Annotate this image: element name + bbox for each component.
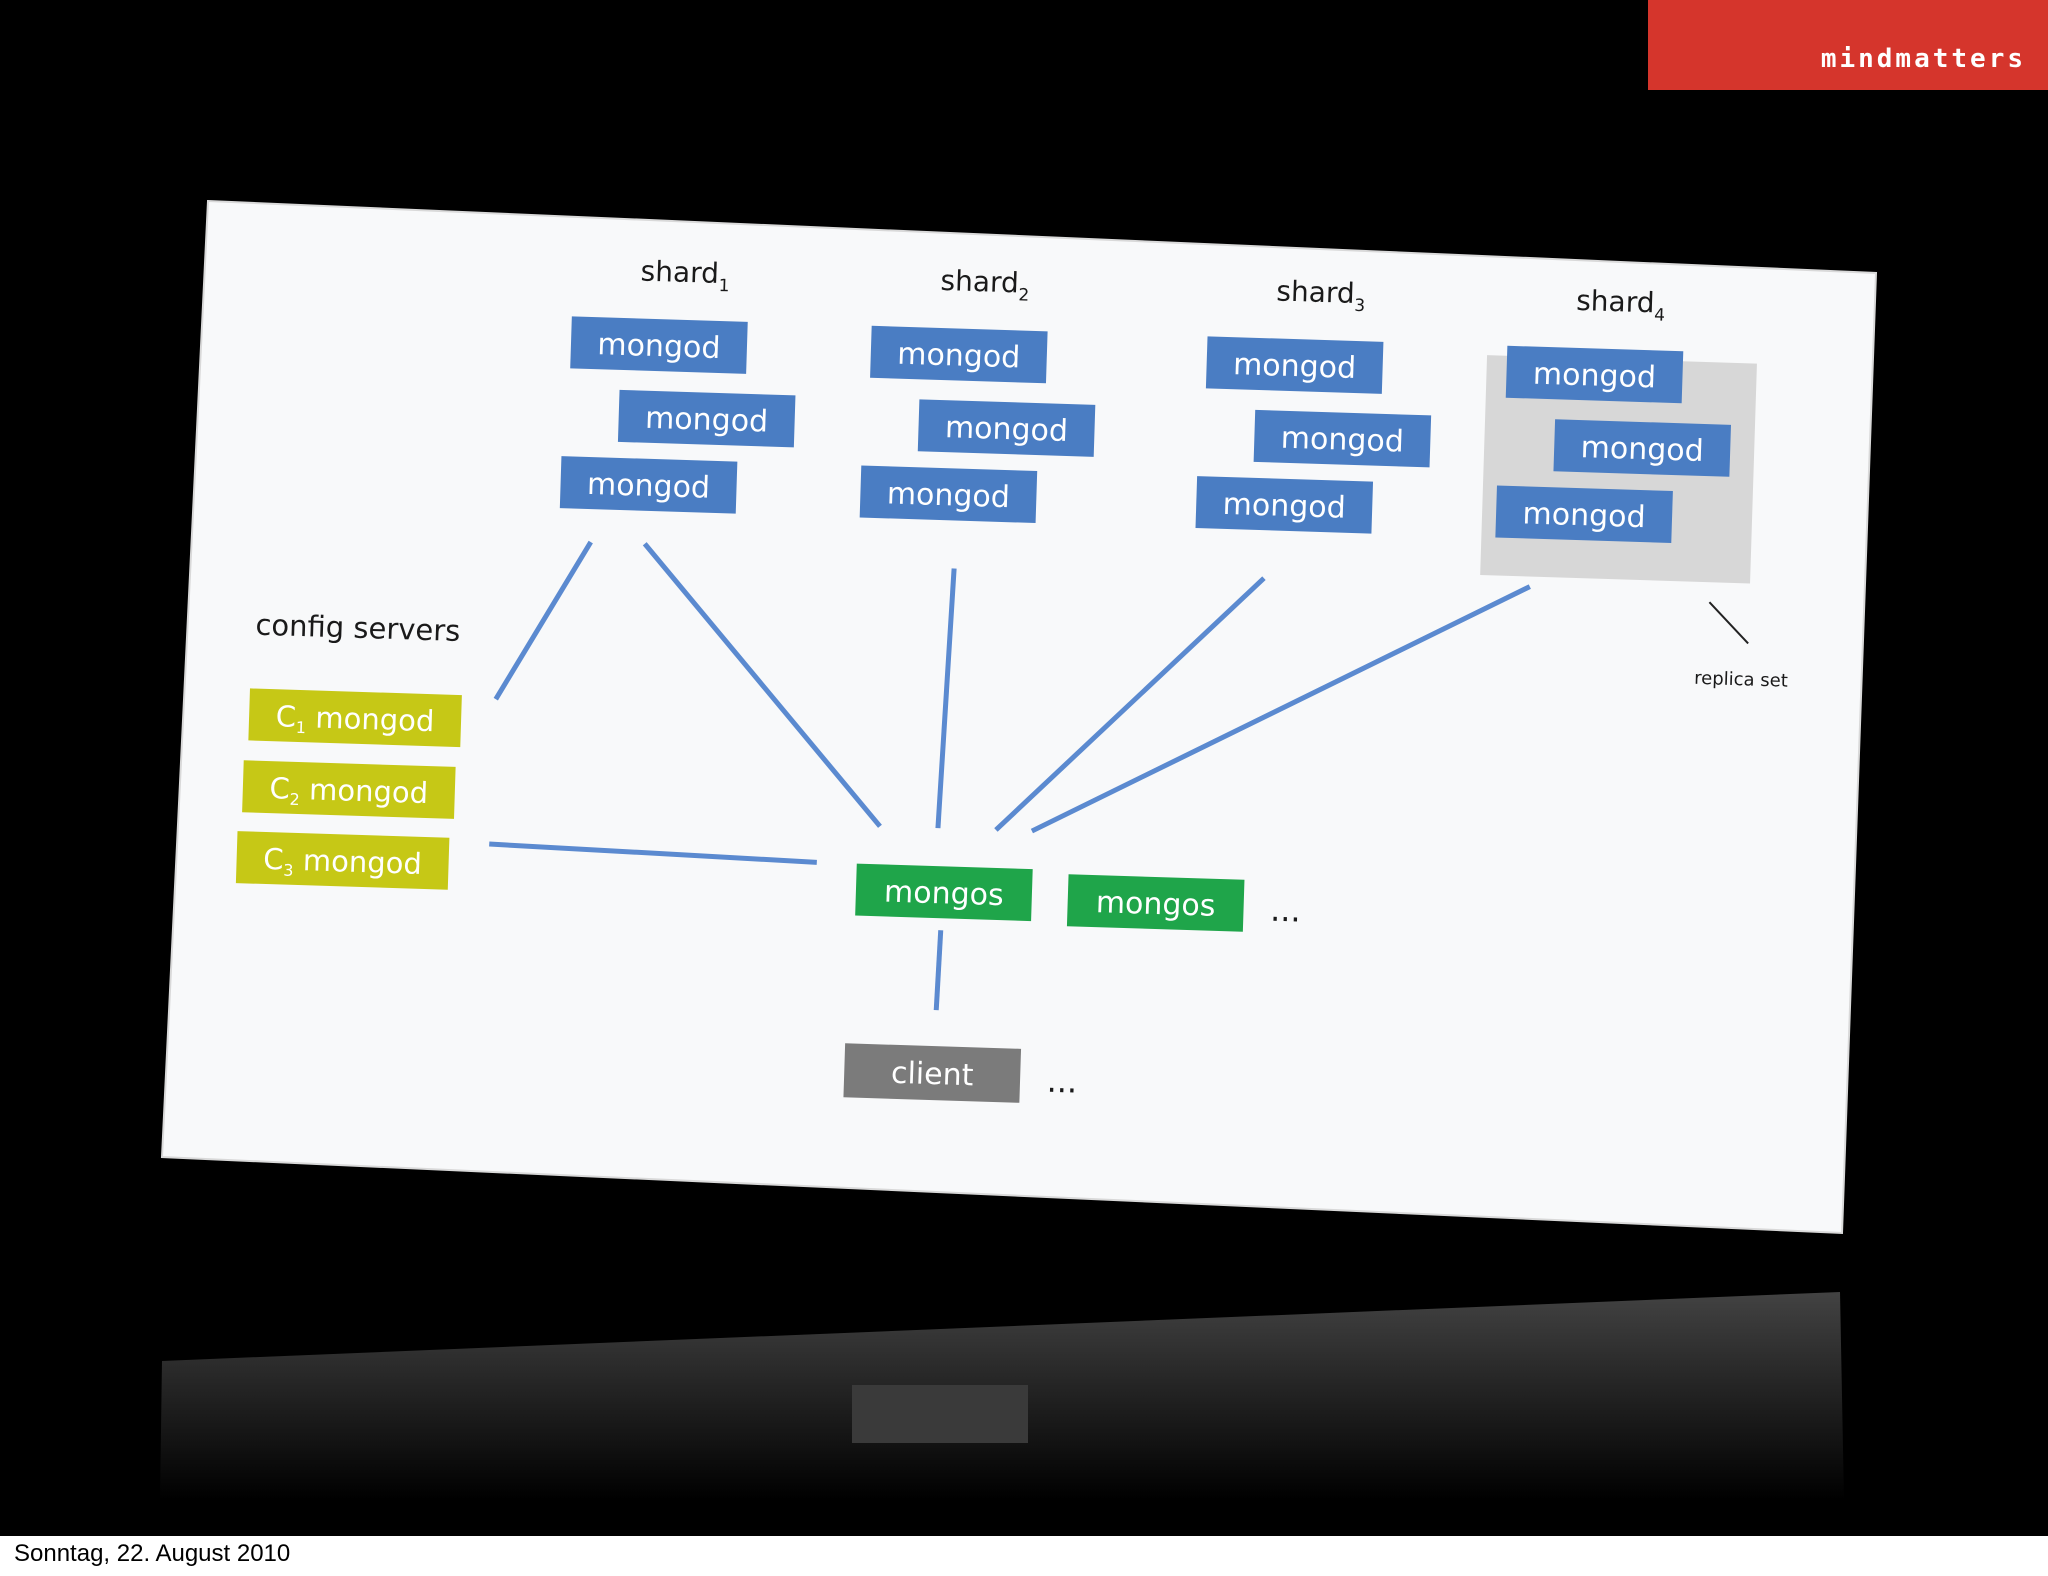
shard-4-mongod-3 bbox=[1495, 485, 1673, 544]
mongos-2 bbox=[1066, 874, 1245, 932]
brand-banner: mindmatters bbox=[1648, 0, 2048, 90]
shard-4-mongod-1 bbox=[1505, 345, 1684, 404]
shard-4-mongod-3-label: mongod bbox=[1522, 496, 1646, 535]
replica-set-label: replica set bbox=[1694, 668, 1788, 692]
mongos-2-label: mongos bbox=[1095, 885, 1216, 924]
shard-2-mongod-1-label: mongod bbox=[897, 337, 1021, 376]
shard-2-mongod-2 bbox=[917, 399, 1096, 457]
shard-2-mongod-1 bbox=[870, 325, 1048, 384]
shard-3-mongod-3-label: mongod bbox=[1222, 487, 1346, 526]
shard-4-mongod-1-label: mongod bbox=[1532, 357, 1656, 396]
mongos-1 bbox=[855, 863, 1033, 922]
shard-3-mongod-2-label: mongod bbox=[1280, 421, 1404, 460]
config-servers-title: config servers bbox=[255, 608, 461, 648]
client-reflection bbox=[852, 1385, 1028, 1443]
panel-reflection bbox=[160, 1292, 1844, 1500]
line-shard4-mongos bbox=[1030, 584, 1531, 834]
line-shard2-mongos bbox=[935, 568, 957, 829]
line-shard1-mongos bbox=[642, 542, 882, 828]
shard-2-mongod-2-label: mongod bbox=[944, 410, 1068, 449]
config-server-2 bbox=[242, 760, 456, 819]
shard-2-mongod-3 bbox=[859, 465, 1038, 524]
shard-3-mongod-3 bbox=[1195, 476, 1374, 534]
line-shard3-mongos bbox=[994, 576, 1266, 832]
connector-lines bbox=[489, 540, 1531, 1011]
replica-set-pointer bbox=[1708, 601, 1749, 645]
client-ellipsis: ... bbox=[1046, 1062, 1078, 1101]
client-box bbox=[843, 1043, 1022, 1103]
line-mongos-client bbox=[933, 930, 944, 1011]
shard-2-mongod-3-label: mongod bbox=[886, 476, 1010, 515]
config-server-3 bbox=[235, 831, 450, 890]
config-server-1 bbox=[248, 688, 462, 748]
shard-3-mongod-1-label: mongod bbox=[1233, 347, 1357, 386]
shard-1-mongod-1-label: mongod bbox=[597, 327, 721, 366]
shard-3-mongod-2 bbox=[1253, 409, 1432, 468]
shard-4-mongod-2 bbox=[1553, 419, 1732, 477]
client-label: client bbox=[890, 1056, 974, 1094]
shard-3-mongod-1 bbox=[1205, 336, 1384, 394]
line-config-mongos bbox=[489, 841, 817, 865]
shard-1-mongod-3-label: mongod bbox=[586, 467, 710, 506]
shard-1-mongod-1 bbox=[570, 316, 748, 374]
brand-name: mindmatters bbox=[1820, 44, 2026, 74]
line-shard1-config bbox=[493, 540, 593, 701]
shard-1-mongod-3 bbox=[559, 456, 738, 514]
mongos-ellipsis: ... bbox=[1270, 891, 1302, 930]
footer-date: Sonntag, 22. August 2010 bbox=[14, 1540, 291, 1567]
shard-4-mongod-2-label: mongod bbox=[1580, 430, 1704, 469]
sharding-diagram: shard1mongodmongodmongodshard2mongodmong… bbox=[160, 199, 1878, 1235]
mongos-1-label: mongos bbox=[884, 874, 1005, 913]
shard-1-mongod-2 bbox=[617, 389, 796, 448]
shard-1-mongod-2-label: mongod bbox=[645, 401, 769, 440]
